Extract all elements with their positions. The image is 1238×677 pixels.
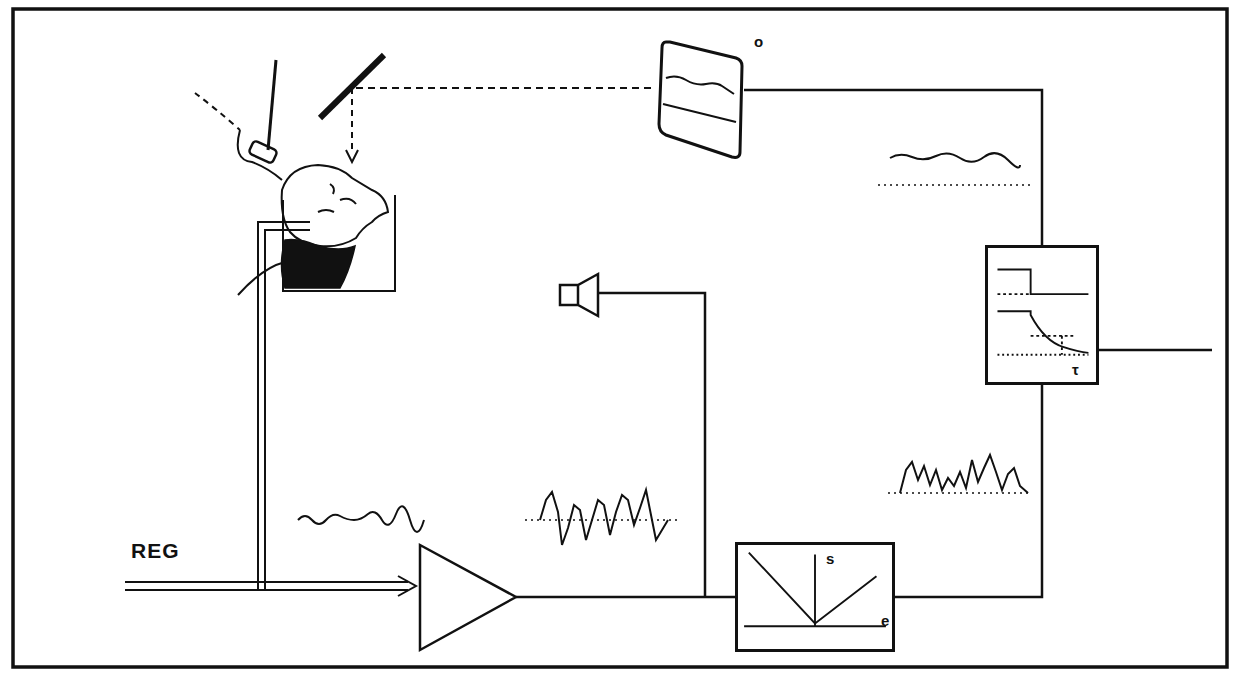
baseline [997,354,1088,356]
frame [13,9,1227,667]
axis [814,554,816,626]
hair-strand [238,262,285,295]
input-line [125,582,408,590]
smoothed-signal [890,153,1020,167]
rectified-signal [900,455,1028,493]
guide [1031,335,1074,337]
nose [330,184,334,194]
rectifier-box: se [735,542,895,652]
head [282,165,388,246]
integrator-box: τ [985,245,1099,385]
guide [997,293,1030,295]
oscilloscope: o [656,38,744,160]
amplified-signal [540,490,668,545]
output-line [1099,349,1212,352]
guide [1061,336,1063,355]
eye [340,199,356,204]
baseline [525,519,680,521]
hair [282,240,356,288]
light-path [351,88,353,152]
input-arrow [398,576,416,596]
electrode [248,140,277,164]
integrator-box-outline [988,248,1096,382]
signal-wire [895,385,1042,597]
wire [598,293,705,597]
trace [666,76,734,94]
decay-response [997,311,1088,353]
light-path [356,87,656,89]
electrode-wire [238,130,282,180]
mouth [318,210,334,212]
electrode-lead [195,93,240,130]
rectifier-curve [749,553,877,624]
stand-rod [268,60,276,150]
screen [659,42,742,157]
oscilloscope-outline [656,38,744,160]
trace [663,104,736,122]
rectifier-box-outline [738,545,892,649]
node-text: e [881,613,889,628]
signal-label: REG [131,540,180,561]
step-input [997,270,1088,295]
wire [516,596,735,599]
mirror [320,55,384,118]
signal-wire [744,90,1042,245]
node-text: τ [1072,362,1079,377]
node-text: o [754,34,763,49]
baseline [878,184,1030,186]
amplifier-triangle [420,545,516,650]
raw-signal [298,506,424,532]
loudspeaker [560,274,598,316]
light-arrow [346,150,358,162]
baseline [888,492,1030,494]
node-text: s [826,551,834,566]
